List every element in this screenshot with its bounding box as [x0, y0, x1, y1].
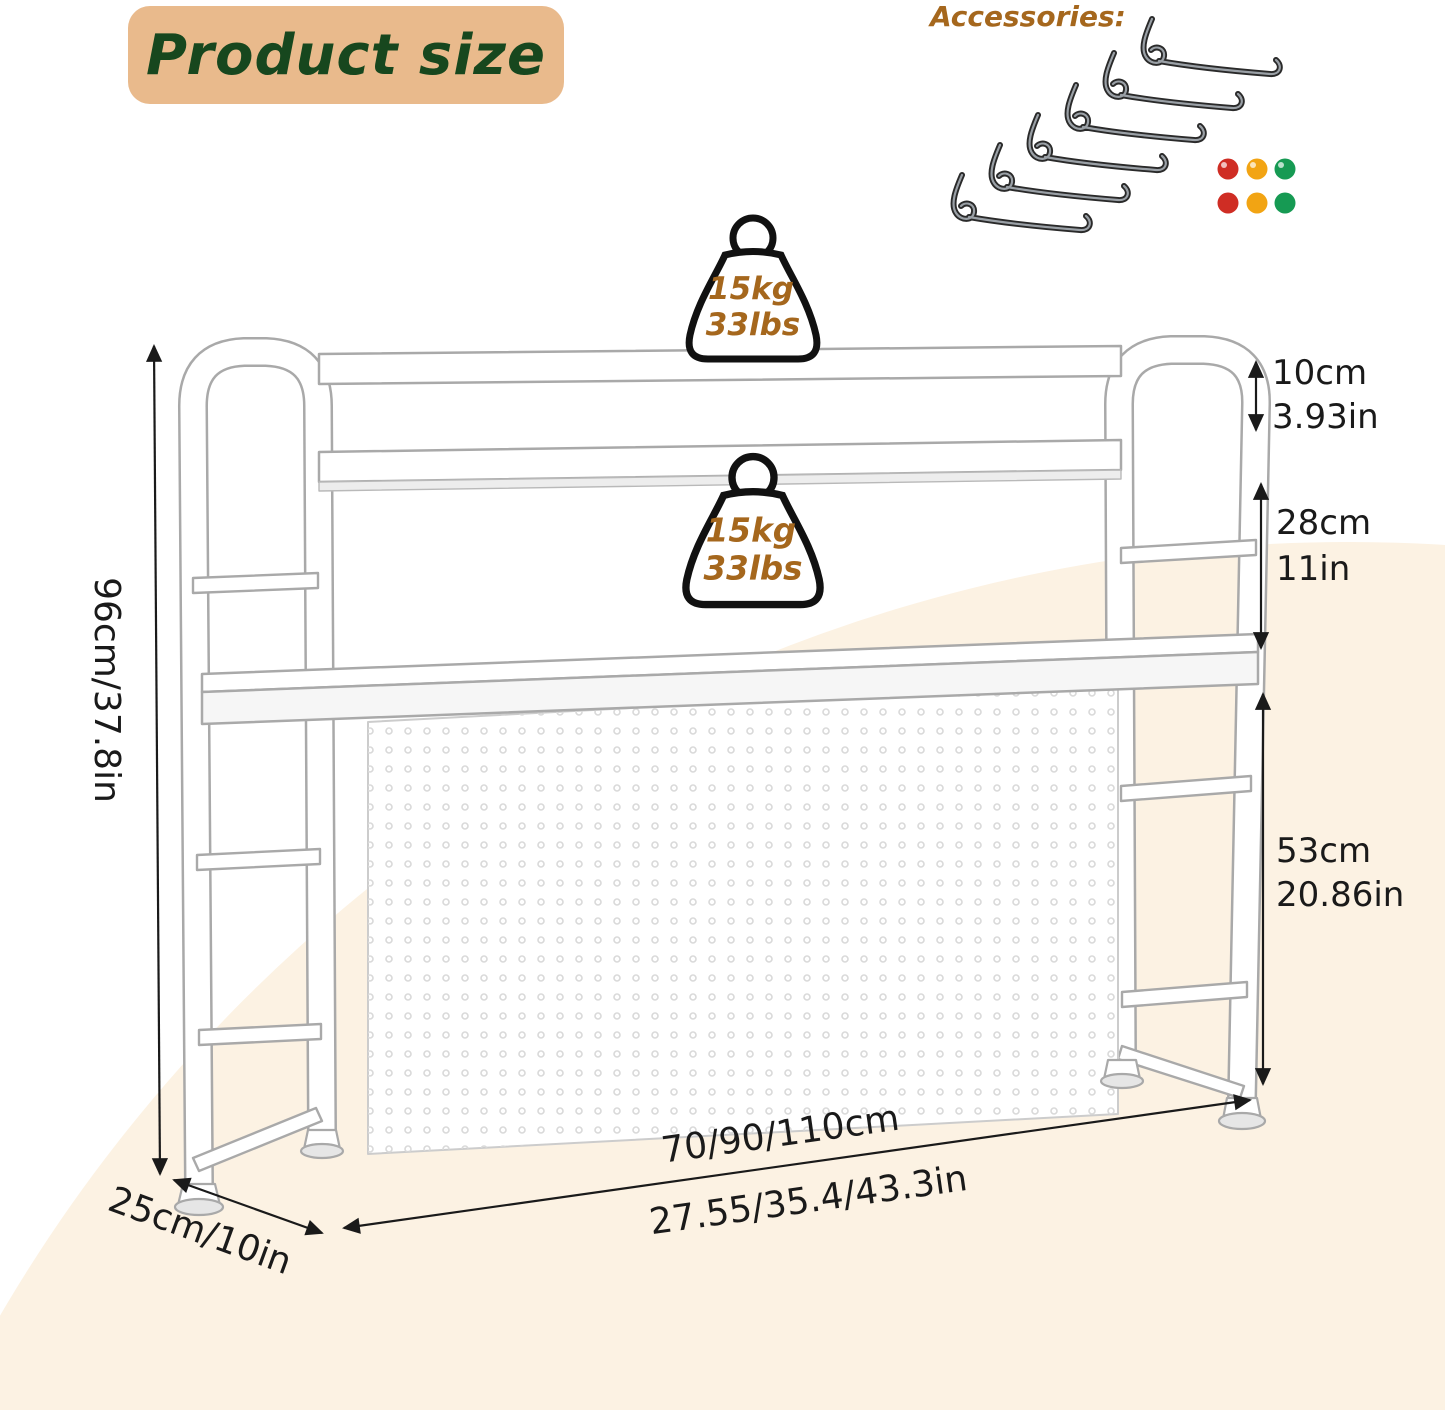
dimension-lines	[145, 344, 1272, 1236]
pegboard-hook-icon	[954, 175, 1090, 230]
pegboard-hook-icon	[1144, 19, 1280, 74]
accessories-balls	[1217, 158, 1296, 214]
accessories-heading: Accessories:	[930, 0, 1126, 33]
product-size-title-badge: Product size	[128, 6, 564, 104]
top-section-dimension-label: 10cm 3.93in	[1272, 353, 1379, 437]
peg-ball-red-icon	[1217, 192, 1239, 214]
right-frame-rung	[1120, 980, 1249, 1009]
height-dimension-arrow	[145, 344, 169, 1176]
height-dimension-label: 96cm/37.8in	[86, 577, 127, 803]
left-frame-rung	[197, 1022, 323, 1047]
pegboard-hook-icon	[1068, 85, 1204, 140]
weight-kg-label: 15kg	[708, 271, 794, 307]
pegboard-hook-icon	[1030, 115, 1166, 170]
page-title: Product size	[146, 22, 546, 88]
peg-ball-green-icon	[1274, 192, 1296, 214]
weight-icon-middle: 15kg 33lbs	[686, 452, 820, 605]
svg-text:11in: 11in	[1276, 549, 1350, 589]
middle-shelf	[200, 632, 1260, 726]
foot	[1099, 1058, 1145, 1090]
right-frame-rung	[1119, 774, 1253, 803]
svg-text:3.93in: 3.93in	[1272, 397, 1379, 437]
pegboard-panel	[367, 681, 1119, 1155]
weight-icon-top: 15kg 33lbs	[689, 214, 817, 359]
svg-text:28cm: 28cm	[1276, 503, 1371, 543]
svg-text:53cm: 53cm	[1276, 831, 1371, 871]
weight-lbs-label: 33lbs	[703, 549, 802, 587]
left-frame-rung	[191, 571, 320, 595]
left-bottom-stretcher	[191, 1106, 324, 1173]
weight-kg-label: 15kg	[706, 512, 796, 550]
width-dimension-arrow	[342, 1094, 1252, 1234]
weight-lbs-label: 33lbs	[706, 307, 800, 343]
svg-text:10cm: 10cm	[1272, 353, 1367, 393]
peg-ball-green-icon	[1274, 158, 1296, 180]
peg-ball-orange-icon	[1246, 158, 1268, 180]
middle-section-dimension-label: 28cm 11in	[1276, 503, 1371, 589]
foot	[299, 1128, 345, 1160]
svg-text:20.86in: 20.86in	[1276, 875, 1404, 915]
top-shelf	[317, 438, 1123, 492]
peg-ball-orange-icon	[1246, 192, 1268, 214]
pegboard-hook-icon	[992, 145, 1128, 200]
depth-dimension-arrow	[172, 1177, 324, 1236]
shelf-illustration	[173, 335, 1271, 1217]
top-back-rail	[317, 344, 1123, 386]
peg-ball-red-icon	[1217, 158, 1239, 180]
left-frame-rung	[195, 847, 322, 872]
left-side-frame	[178, 337, 337, 1201]
lower-section-dimension-label: 53cm 20.86in	[1276, 831, 1404, 915]
